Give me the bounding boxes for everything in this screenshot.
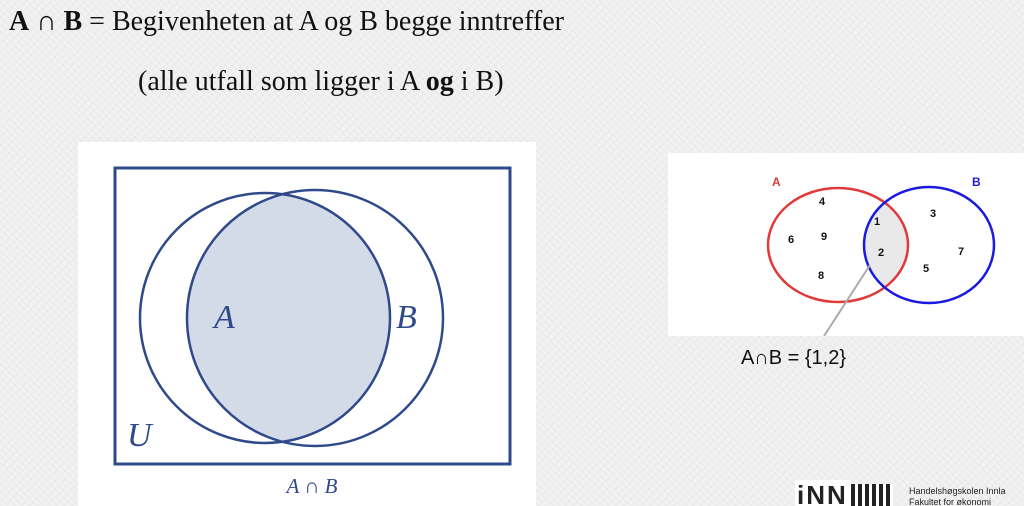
- label-a-right: A: [772, 175, 781, 189]
- subline-bold: og: [425, 66, 454, 97]
- venn-left-svg: A B U A ∩ B: [113, 166, 512, 498]
- element-9: 9: [821, 231, 827, 243]
- logo-line-1: Handelshøgskolen Innla: [909, 486, 1006, 496]
- symbol-a: A: [9, 6, 30, 37]
- element-2: 2: [878, 247, 884, 259]
- symbol-b: B: [63, 6, 83, 37]
- caption-intersection: A ∩ B: [285, 474, 338, 498]
- subline-end: i B): [453, 66, 504, 97]
- element-5: 5: [923, 263, 929, 275]
- circle-b-right: [862, 185, 996, 305]
- venn-right-svg: A B 4 6 9 8 1 2 3 7 5: [766, 175, 996, 336]
- venn-diagram-left: A B U A ∩ B: [78, 142, 536, 506]
- element-7: 7: [958, 246, 964, 258]
- logo-text: Handelshøgskolen Innla Fakultet for økon…: [909, 486, 1006, 506]
- element-6: 6: [788, 234, 794, 246]
- cap-symbol: ∩: [36, 6, 57, 37]
- label-b: B: [396, 299, 417, 336]
- venn-diagram-right: A B 4 6 9 8 1 2 3 7 5: [668, 153, 1024, 336]
- intersection-fill: [187, 193, 390, 443]
- label-b-right: B: [972, 175, 981, 189]
- institution-logo: iNN Handelshøgskolen Innla Fakultet for …: [795, 478, 1024, 506]
- logo-mark-text: iNN: [795, 480, 850, 506]
- element-3: 3: [930, 208, 936, 220]
- circle-b: [185, 188, 445, 448]
- circle-a: [138, 191, 392, 445]
- element-1: 1: [874, 216, 880, 228]
- label-universe: U: [127, 417, 154, 454]
- label-a: A: [212, 299, 235, 336]
- circle-a-right: [766, 186, 910, 304]
- intersection-formula: A∩B = {1,2}: [741, 347, 847, 369]
- definition-line: A ∩ B = Begivenheten at A og B begge inn…: [9, 6, 564, 38]
- universe-rect: [113, 166, 512, 466]
- pointer-line: [823, 264, 871, 336]
- subline-start: (alle utfall som ligger i A: [138, 66, 426, 97]
- logo-mark: iNN: [795, 480, 893, 506]
- element-8: 8: [818, 270, 824, 282]
- logo-line-2: Fakultet for økonomi: [909, 497, 992, 506]
- definition-subline: (alle utfall som ligger i A og i B): [138, 66, 504, 98]
- definition-text: = Begivenheten at A og B begge inntreffe…: [82, 6, 564, 37]
- element-4: 4: [819, 196, 826, 208]
